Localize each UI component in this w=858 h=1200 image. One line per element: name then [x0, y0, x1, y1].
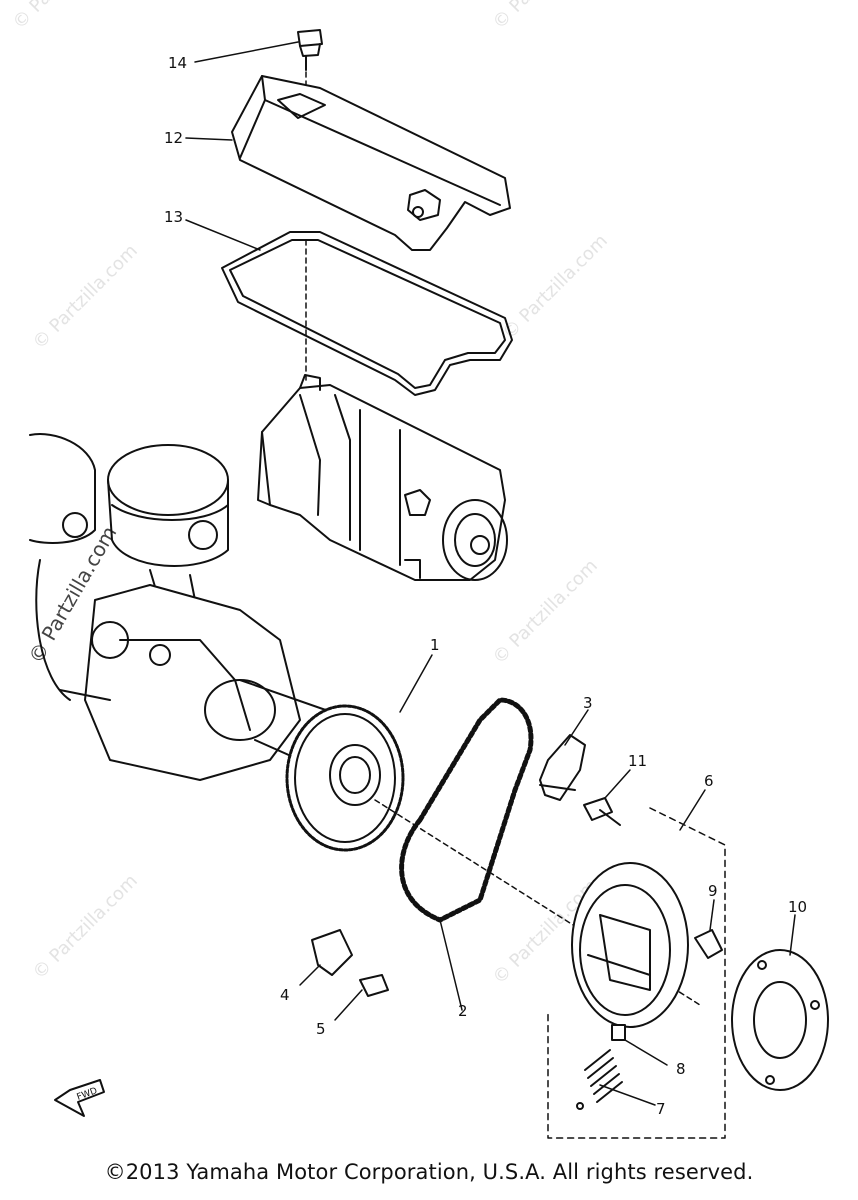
callout-10: 10: [788, 898, 807, 916]
watermark: © Partzilla.com: [29, 240, 142, 353]
callout-3: 3: [583, 694, 593, 712]
callout-5: 5: [316, 1020, 326, 1038]
bolt-5: [359, 974, 389, 997]
fwd-arrow: [54, 1079, 105, 1117]
leader-lines: [185, 41, 796, 1106]
callout-8: 8: [676, 1060, 686, 1078]
chain-2: [399, 697, 534, 923]
watermark: © Partzilla.com: [9, 0, 122, 34]
copyright-notice: ©2013 Yamaha Motor Corporation, U.S.A. A…: [104, 1160, 754, 1184]
bolt-11: [583, 797, 621, 826]
starter-clutch-bracket-6: [547, 807, 726, 1139]
callout-9: 9: [708, 882, 718, 900]
callout-1: 1: [430, 636, 440, 654]
starter-motor: [257, 374, 508, 581]
chain-guide-3: [539, 734, 586, 801]
plunger-8: [611, 1024, 626, 1041]
clip-4: [311, 929, 353, 976]
callout-11: 11: [628, 752, 647, 770]
starter-clutch-6: [571, 862, 689, 1028]
roller-9: [694, 929, 723, 959]
watermark: © Partzilla.com: [489, 0, 602, 34]
callout-13: 13: [164, 208, 183, 226]
spring-7: [576, 1049, 623, 1110]
crankshaft-assembly: [29, 433, 346, 781]
callout-14: 14: [168, 54, 187, 72]
watermark: © Partzilla.com: [489, 555, 602, 668]
starter-cover-12: [231, 75, 511, 251]
callout-2: 2: [458, 1002, 468, 1020]
watermark: © Partzilla.com: [29, 870, 142, 983]
callout-4: 4: [280, 986, 290, 1004]
plate-10: [731, 949, 829, 1091]
callout-7: 7: [656, 1100, 666, 1118]
gasket-13: [221, 231, 513, 396]
callout-6: 6: [704, 772, 714, 790]
watermark: © Partzilla.com: [499, 230, 612, 343]
callout-12: 12: [164, 129, 183, 147]
bolt-14: [297, 29, 323, 71]
starter-wheel-gear-1: [285, 704, 405, 852]
